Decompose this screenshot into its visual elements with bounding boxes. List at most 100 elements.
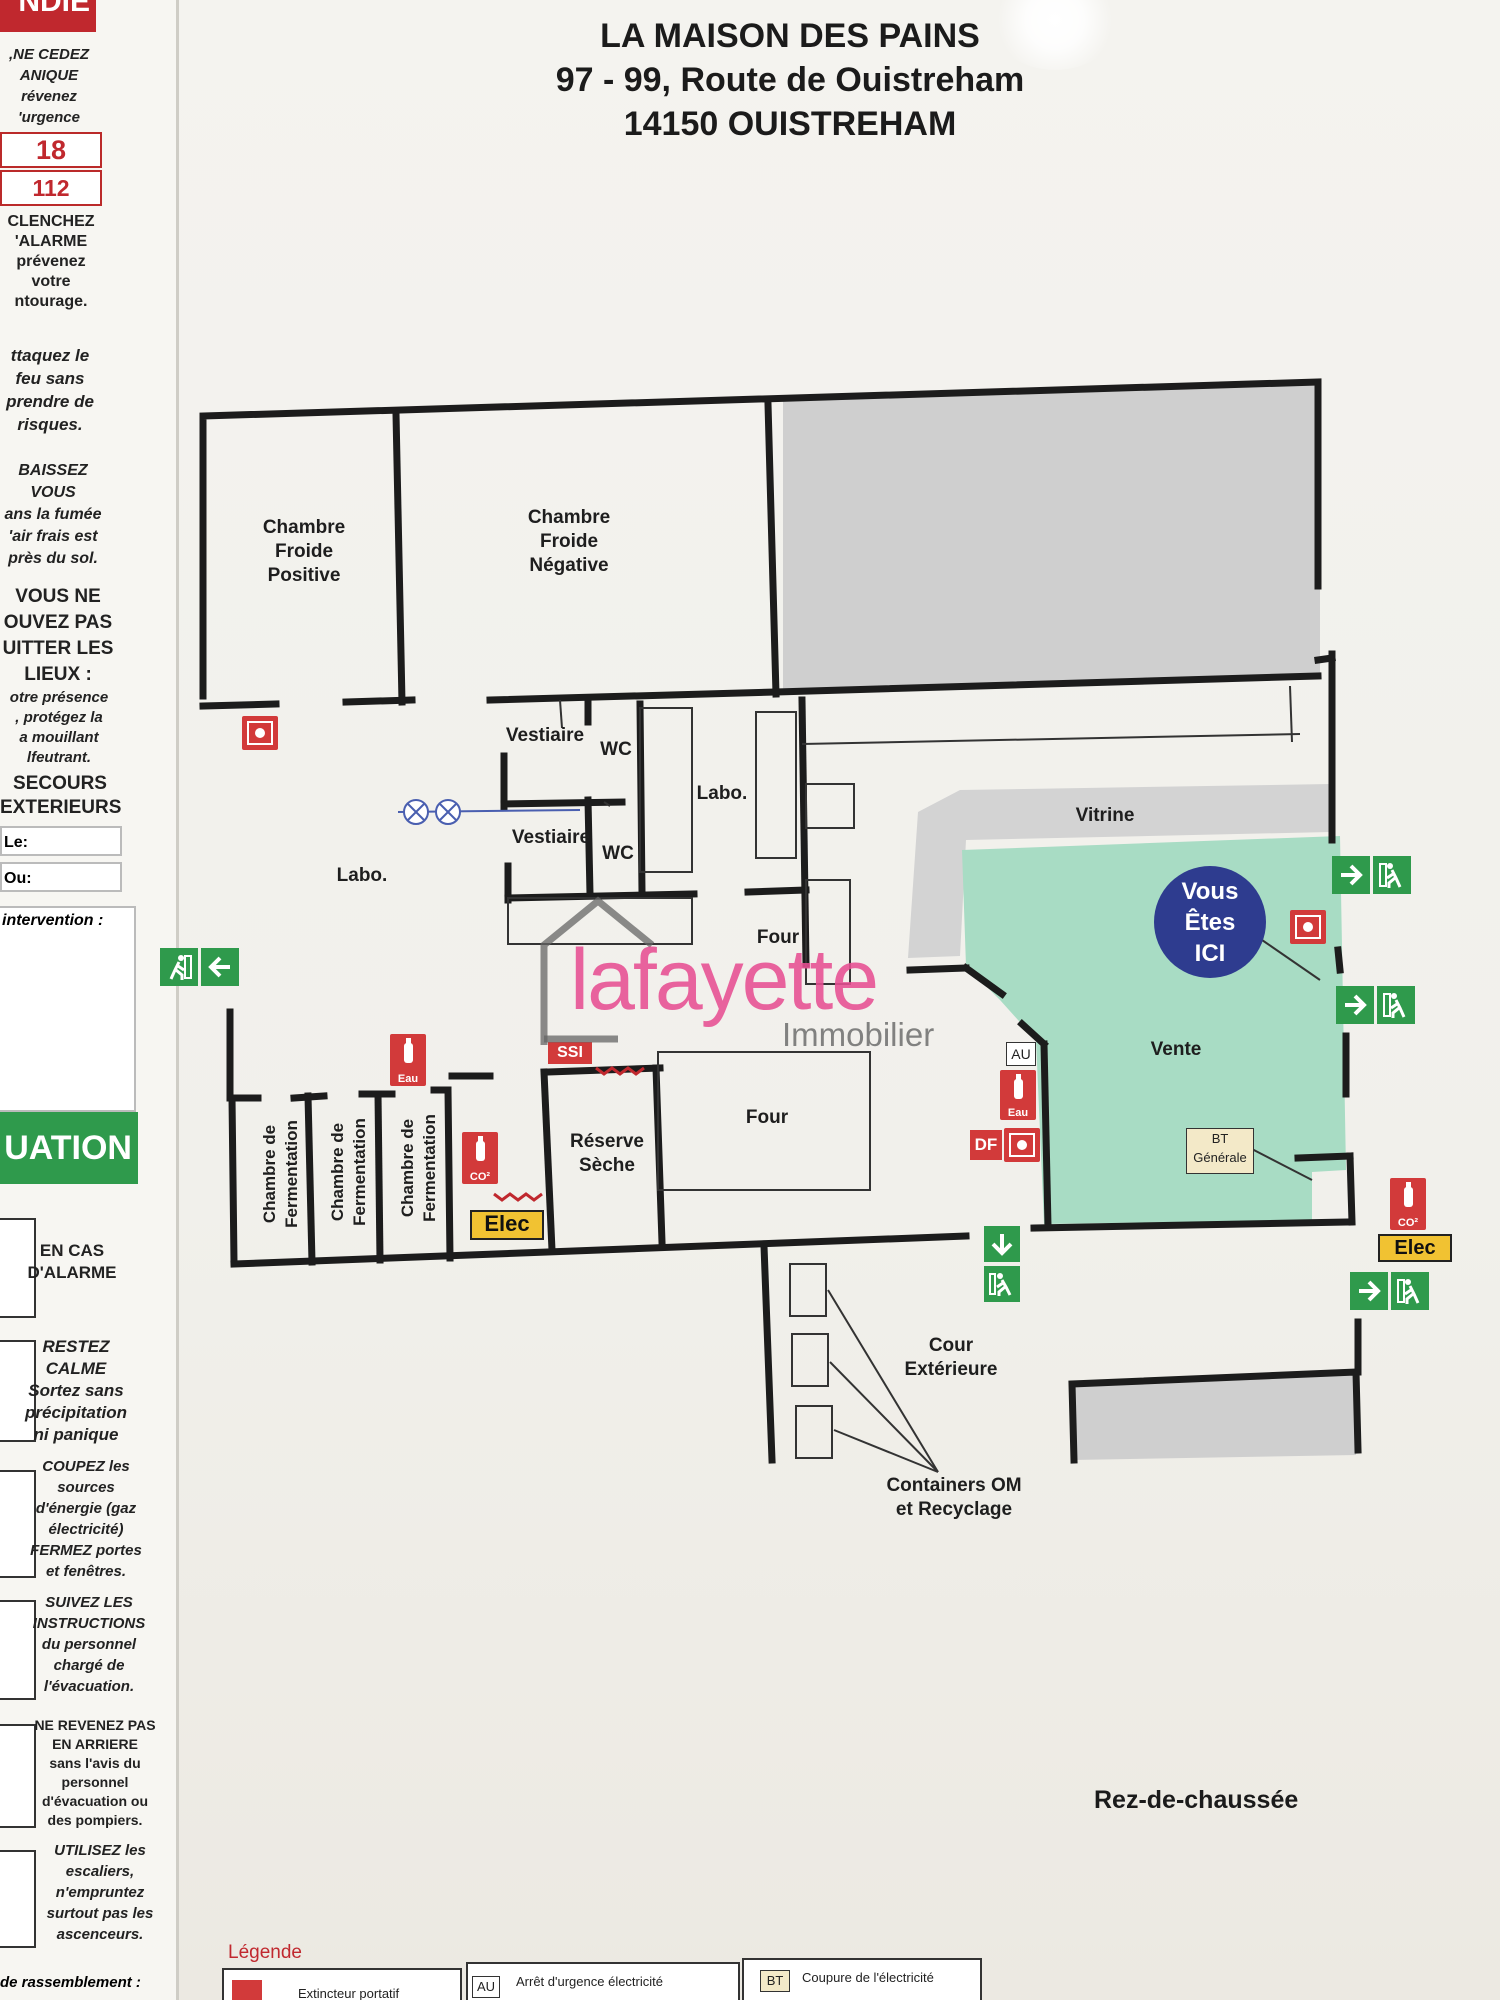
legend-item-extinguisher: Extincteur portatif	[222, 1968, 462, 2000]
emergency-exit-icon	[984, 1266, 1020, 1302]
arrow-left-icon	[201, 948, 239, 986]
partition-line	[1289, 685, 1293, 743]
business-name: LA MAISON DES PAINS	[600, 17, 980, 55]
wall-segment	[772, 672, 1322, 696]
elec-panel-2: Elec	[1378, 1234, 1452, 1262]
safety-instructions-panel: NDIE ,NE CEDEZ ANIQUE révenez 'urgence 1…	[0, 0, 179, 2000]
vestiaire-bench	[507, 897, 693, 945]
evacuation-step-4: SUIVEZ LES INSTRUCTIONS du personnel cha…	[32, 1594, 146, 1695]
business-address: 97 - 99, Route de Ouistreham	[555, 61, 1025, 99]
wall-left-bottom	[228, 1094, 238, 1266]
wall-fermentation-1	[304, 1092, 316, 1266]
evacuation-step-2: RESTEZ CALME Sortez sans précipitation n…	[24, 1337, 127, 1444]
field-le: Le:	[0, 826, 122, 856]
room-four-small: Four	[756, 927, 800, 948]
extinguisher-type-label: Eau	[397, 1073, 419, 1085]
fire-extinguisher-icon	[232, 1980, 262, 2000]
wall-cold-negative	[764, 400, 780, 698]
wall-segment	[1030, 1218, 1354, 1232]
legend-au-label: Arrêt d'urgence électricité	[516, 1974, 663, 1989]
external-help-label: SECOURS EXTERIEURS	[0, 773, 122, 818]
fire-alarm-icon	[1290, 910, 1326, 944]
room-fermentation-1: Chambre de Fermentation	[260, 1120, 301, 1228]
container-2	[791, 1333, 829, 1387]
ssi-marker: SSI	[548, 1042, 592, 1064]
wall-segment	[744, 886, 810, 896]
wall-cold-room-divider	[392, 410, 406, 706]
legend-title: Légende	[228, 1942, 302, 1963]
containers-label: Containers OM et Recyclage	[886, 1475, 1022, 1520]
intervention-box: intervention :	[0, 906, 136, 1112]
evacuation-step-6: UTILISEZ les escaliers, n'empruntez surt…	[46, 1842, 154, 1943]
room-labo-main: Labo.	[336, 865, 388, 886]
emergency-exit-sign-left	[160, 948, 239, 986]
legend-extinguisher-label: Extincteur portatif	[298, 1986, 400, 2000]
wall-segment	[1346, 1152, 1356, 1226]
room-four-large: Four	[745, 1107, 789, 1128]
wall-reserve-left	[540, 1068, 556, 1254]
extinguisher-type-label: CO²	[469, 1171, 491, 1183]
legend-bt-code: BT	[760, 1970, 790, 1992]
arrow-right-icon	[1332, 856, 1370, 894]
legend-au-code: AU	[472, 1976, 500, 1998]
wall-courtyard-left	[760, 1242, 776, 1464]
business-city: 14150 OUISTREHAM	[623, 105, 957, 143]
room-cour-exterieure: Cour Extérieure	[904, 1335, 998, 1380]
labo-shelf	[755, 711, 797, 859]
stairs-step-icon	[0, 1850, 36, 1948]
instructions-step-icon	[0, 1600, 36, 1700]
wall-segment	[342, 696, 416, 706]
pointer-line	[827, 1289, 939, 1473]
elec-panel-1: Elec	[470, 1210, 544, 1240]
presence-instruction: otre présence , protégez la a mouillant …	[9, 689, 109, 766]
wall-fermentation-2	[374, 1090, 384, 1264]
wall-outer-top	[199, 378, 1322, 700]
room-vente: Vente	[1150, 1039, 1202, 1060]
emergency-exit-icon	[1373, 856, 1411, 894]
pointer-line	[833, 1429, 939, 1473]
emergency-exit-icon	[1391, 1272, 1429, 1310]
room-vitrine: Vitrine	[1075, 805, 1135, 826]
wall-segment	[906, 964, 970, 974]
fire-door-marks	[493, 1066, 645, 1202]
pointer-line	[829, 1361, 939, 1473]
bt-marker: BT Générale	[1186, 1128, 1254, 1174]
cannot-leave-instruction: VOUS NE OUVEZ PAS UITTER LES LIEUX :	[2, 586, 114, 685]
pointer-line	[1261, 939, 1321, 981]
arrow-right-icon	[1350, 1272, 1388, 1310]
alarm-step-icon	[0, 1218, 36, 1318]
power-step-icon	[0, 1470, 36, 1578]
bt-generale-label: Générale	[1193, 1150, 1247, 1165]
wall-segment	[1334, 946, 1344, 974]
room-reserve-seche: Réserve Sèche	[570, 1131, 644, 1176]
gray-storage-area-top	[783, 382, 1320, 690]
emergency-exit-sign-right-3	[1350, 1272, 1429, 1310]
room-wc-2: WC	[602, 843, 634, 864]
fire-phone-number: 18	[0, 132, 102, 168]
fire-extinguisher-icon: CO²	[1390, 1178, 1426, 1230]
legend: Légende Extincteur portatif AU Arrêt d'u…	[222, 1938, 1222, 2000]
valve-icon	[403, 799, 461, 825]
wall-segment	[961, 963, 1007, 999]
no-return-step-icon	[0, 1724, 36, 1828]
wall-bottom	[230, 1232, 970, 1268]
au-marker: AU	[1006, 1042, 1036, 1066]
wall-segment	[1294, 1152, 1354, 1162]
df-marker: DF	[970, 1130, 1002, 1160]
evacuation-step-5: NE REVENEZ PAS EN ARRIERE sans l'avis du…	[34, 1717, 156, 1828]
wall-segment	[584, 796, 594, 898]
bt-code: BT	[1211, 1131, 1229, 1146]
container-1	[789, 1263, 827, 1317]
partition-line	[559, 699, 563, 729]
partition-line	[801, 733, 1301, 745]
wall-segment	[500, 798, 626, 808]
partition-line	[603, 801, 611, 807]
extinguisher-type-label: CO²	[1397, 1217, 1419, 1229]
room-fermentation-2: Chambre de Fermentation	[328, 1118, 369, 1226]
wall-segment	[1017, 1019, 1049, 1049]
emergency-exit-sign-down	[984, 1226, 1020, 1302]
room-chambre-froide-positive: Chambre Froide Positive	[262, 517, 346, 586]
attack-fire-instruction: ttaquez le feu sans prendre de risques.	[6, 346, 94, 434]
wall-segment	[199, 700, 280, 710]
